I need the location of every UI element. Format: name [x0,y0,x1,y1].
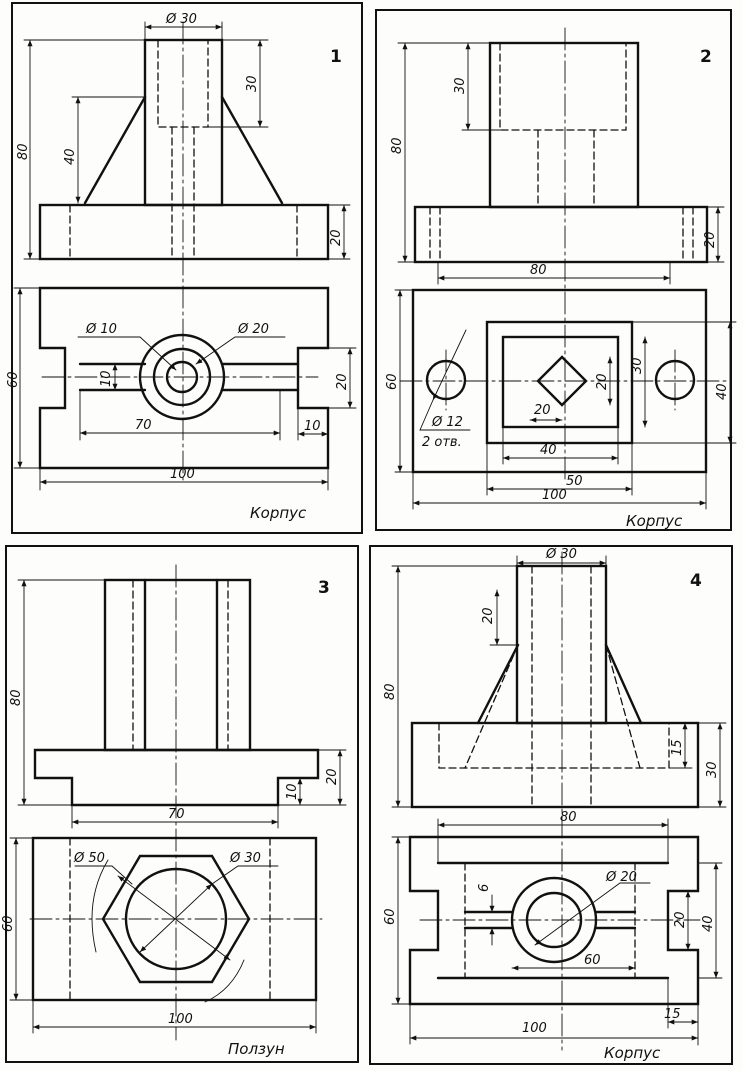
dim-label: 100 [542,488,567,503]
dim-label: 30 [630,357,645,374]
dim-label: 60 [385,373,400,390]
panel-2 [375,9,737,531]
dim-label: Ø 20 [605,870,637,885]
panel-number: 2 [700,47,712,67]
part-title: Корпус [626,512,683,530]
dim-label: Ø 50 [73,851,105,866]
panel-number: 4 [690,571,702,591]
panel-frame [11,2,363,534]
dim-label: Ø 10 [85,322,117,337]
dimension-lines [394,42,737,510]
panel-frame [5,545,359,1063]
dim-label: 100 [170,467,195,482]
dimension-lines [9,579,347,1034]
hidden-lines [438,565,670,808]
dim-label: 60 [1,915,16,932]
dim-label: Ø 30 [165,12,197,27]
top-view [38,286,330,470]
dim-label: 2 отв. [422,435,462,450]
dim-label: 20 [325,768,340,785]
dim-label: 50 [566,474,583,489]
dimension-lines [391,555,727,1046]
dim-label: 20 [595,373,610,390]
part-title: Корпус [604,1044,661,1062]
panel-1 [11,2,363,534]
front-view [413,41,709,264]
dim-label: 20 [335,373,350,390]
dim-label: 15 [670,739,685,756]
dim-label: 40 [540,443,557,458]
dim-label: 20 [703,231,718,248]
dim-label: 80 [390,137,405,154]
top-view [408,835,700,1006]
part-title: Корпус [250,504,307,522]
dim-label: 10 [99,370,114,387]
dim-label: 20 [673,911,688,928]
hidden-lines [464,862,636,979]
dim-label: 10 [285,783,300,800]
dim-label: Ø 12 [431,415,463,430]
dim-label: 20 [534,403,551,418]
part-title: Ползун [228,1040,285,1058]
centerlines [41,21,319,481]
dim-label: 40 [715,383,730,400]
dim-label: 60 [383,908,398,925]
dim-label: 70 [135,418,152,433]
dim-label: Ø 30 [545,547,577,562]
panel-frame [369,545,733,1065]
dim-label: 30 [245,75,260,92]
dim-label: Ø 30 [229,851,261,866]
front-view [410,564,700,809]
dimension-lines [13,21,357,491]
dim-label: Ø 20 [237,322,269,337]
dim-label: 80 [560,810,577,825]
dim-label: 80 [9,689,24,706]
dim-label: 15 [664,1007,681,1022]
front-view [38,38,330,261]
dim-label: 100 [522,1021,547,1036]
panel-3 [5,545,359,1063]
panel-frame [375,9,732,531]
hidden-lines [69,39,298,260]
hidden-lines [429,42,694,263]
dim-label: 6 [477,884,492,892]
centerlines [419,551,701,1051]
dim-label: 20 [481,607,496,624]
dim-label: 40 [63,148,78,165]
dim-label: 30 [453,77,468,94]
dim-label: 80 [16,143,31,160]
dim-label: 30 [705,761,720,778]
front-view [33,578,320,807]
dim-label: 100 [168,1012,193,1027]
dim-label: 60 [6,371,21,388]
dim-label: 10 [304,419,321,434]
panel-number: 1 [330,47,342,67]
dim-label: 40 [701,915,716,932]
dim-label: 80 [530,263,547,278]
panel-number: 3 [318,578,330,598]
dim-label: 70 [168,807,185,822]
centerlines [399,27,729,481]
dim-label: 20 [329,229,344,246]
hidden-lines [132,579,229,751]
dim-label: 80 [383,683,398,700]
dim-label: 60 [584,953,601,968]
panel-4 [369,545,733,1065]
